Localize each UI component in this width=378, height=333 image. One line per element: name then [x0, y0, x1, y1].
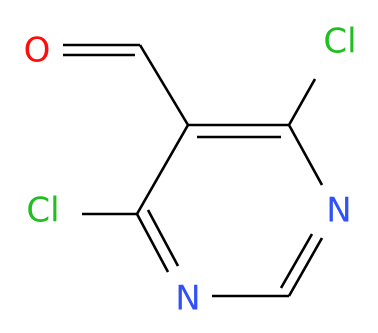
bond-n3-c2	[287, 237, 324, 297]
bond-layer	[63, 43, 324, 298]
bond-n1-c6	[135, 213, 170, 273]
bond-n3-c2-inner	[279, 233, 314, 289]
bond-c4-n3	[287, 124, 324, 186]
chlorine-label-left: Cl	[26, 191, 59, 231]
oxygen-label: O	[24, 31, 51, 71]
bond-c4-cl	[287, 78, 317, 126]
bond-n1-c6-inner	[146, 209, 180, 267]
nitrogen-label-right: N	[326, 191, 351, 231]
chlorine-label-top-right: Cl	[323, 22, 356, 62]
atom-label-layer: O Cl Cl N N	[24, 22, 357, 319]
nitrogen-label-bottom: N	[175, 279, 200, 319]
bond-c6-c5	[135, 124, 190, 215]
bond-aldehyde-ring	[138, 44, 190, 126]
